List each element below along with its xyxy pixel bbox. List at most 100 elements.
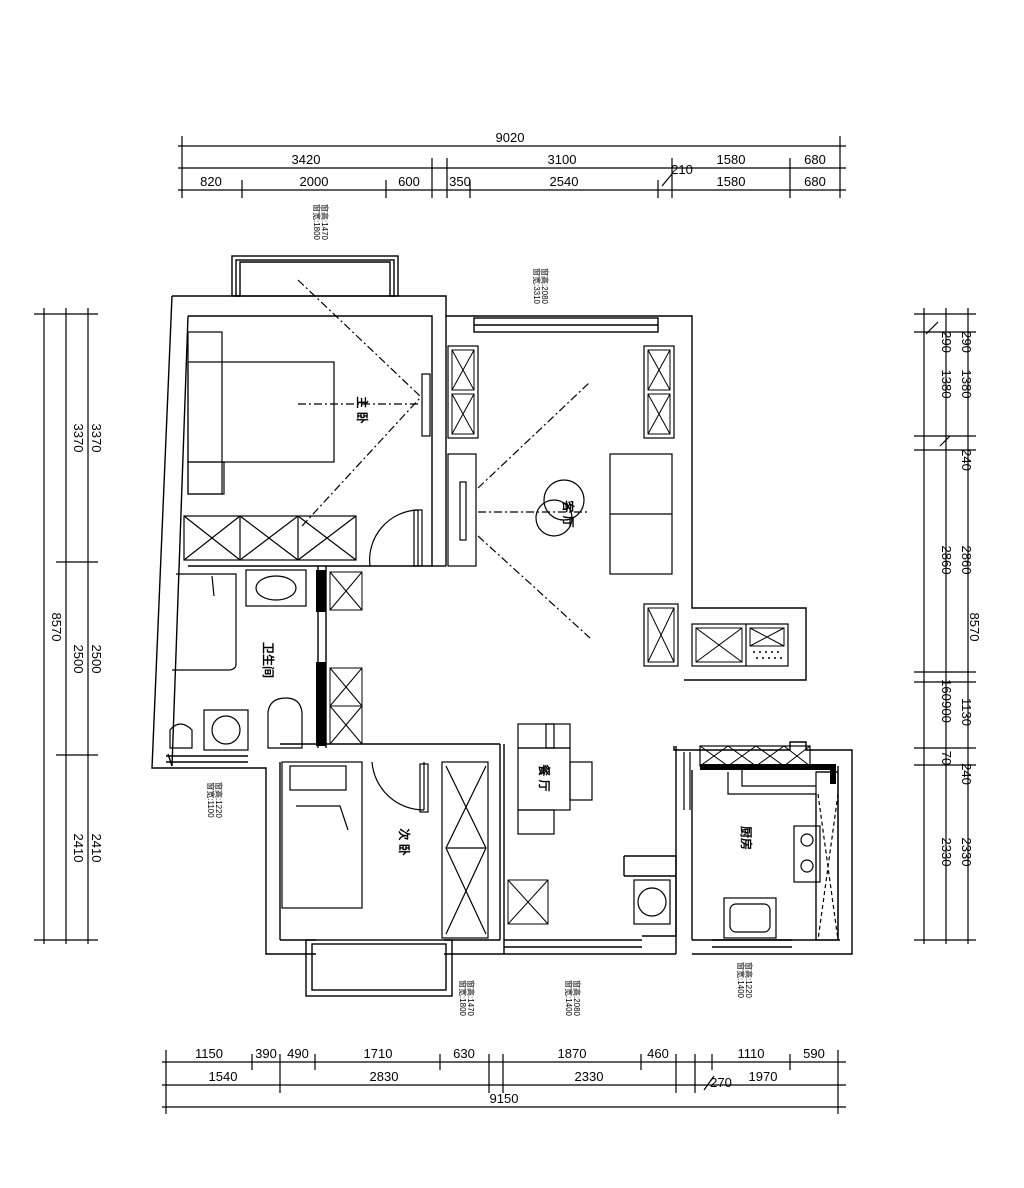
window-label-master-2: 窗高:1470 [320,204,330,241]
left-outer-dim-2: 2500 [71,645,86,674]
right-inner-dim-1: 290 [939,331,954,353]
top-mid-dim-2: 3100 [548,152,577,167]
fridge [633,879,671,925]
shoe-rack-dots [753,651,782,659]
kitchen-counter-right [815,771,839,941]
bottom-low-dim-5: 630 [453,1046,475,1061]
window-label-second-1: 窗宽:1800 [458,980,468,1017]
right-dimension-chain [914,308,976,944]
cabinet-bath-1 [329,571,363,611]
chair-right-1 [569,761,593,801]
right-inner-dim-4: 160 [939,679,954,701]
bottom-low-dim-4: 1710 [364,1046,393,1061]
window-label-kitchen-2: 窗高:1220 [744,962,754,999]
top-low-dim-3: 600 [398,174,420,189]
master-bedroom-label: 主 卧 [355,396,370,423]
upper-cabinets [699,745,811,767]
top-mid-dim-1: 3420 [292,152,321,167]
cabinet-r2 [647,393,671,435]
top-small-dim: 210 [671,162,693,177]
window-label-second-2: 窗高:1470 [466,980,476,1017]
bathroom-label: 卫生间 [261,642,276,678]
left-inner-dim-3: 2410 [89,834,104,863]
bottom-low-dim-8: 1110 [738,1046,765,1061]
wash-basin [245,569,307,607]
bottom-small-dim: 270 [710,1075,732,1090]
nightstand [187,461,225,495]
right-inner-dim-7: 2330 [939,838,954,867]
bed-pillow-2 [289,765,347,791]
master-bedroom [183,279,431,567]
top-dimension-chain [178,136,846,198]
toilet [169,723,193,749]
bottom-low-dim-2: 390 [255,1046,277,1061]
left-inner-dim-2: 2500 [89,645,104,674]
right-outer-dim-1: 290 [959,331,974,353]
right-outer-dim-3: 240 [959,449,974,471]
second-bedroom [281,761,489,939]
single-bed [281,761,363,909]
second-bedroom-label: 次 卧 [397,828,412,855]
cabinet-bath-2 [329,667,363,707]
cabinet-dining [507,879,549,925]
bottom-mid-dim-2: 2830 [370,1069,399,1084]
cabinet-r1 [647,349,671,391]
right-outer-dim-5: 1130 [959,698,974,726]
window-label-bath-1: 窗宽:1100 [206,782,216,818]
window-label-living-2: 窗高:2080 [540,268,550,305]
dining-label: 餐 厅 [537,764,552,791]
cabinet-symbols [329,349,785,925]
walls [151,255,853,997]
stove [793,825,821,883]
bottom-low-dim-9: 590 [803,1046,825,1061]
window-label-living-1: 窗宽:3310 [532,268,542,305]
wall-fill-bath [316,570,326,612]
cabinet-l1 [451,349,475,391]
cabinet-lr-1 [647,607,675,663]
right-inner-dim-6: 70 [939,751,954,765]
top-total-dim: 9020 [496,130,525,145]
bottom-low-dim-3: 490 [287,1046,309,1061]
left-dimension-chain [34,308,98,944]
left-outer-dim-3: 2410 [71,834,86,863]
bath-cabinet [267,697,303,749]
bottom-low-dim-1: 1150 [195,1046,223,1061]
wall-fill-kitchen-2 [830,764,836,784]
cabinet-bath-3 [329,705,363,745]
round-table [543,479,585,521]
window-label-dining-1: 窗宽:1400 [564,980,574,1017]
right-total-dim: 8570 [967,613,982,642]
right-inner-dim-5: 900 [939,701,954,723]
right-inner-dim-3: 2860 [939,546,954,575]
bottom-total-dim: 9150 [490,1091,519,1106]
right-outer-dim-2: 1380 [959,370,974,399]
right-outer-dim-6: 240 [959,763,974,785]
bathroom [169,569,307,751]
right-outer-dim-4: 2860 [959,546,974,575]
top-low-dim-7: 680 [804,174,826,189]
wardrobe-second [441,761,489,939]
window-label-bath-2: 窗高:1220 [214,782,224,819]
window-label-master-1: 窗宽:1800 [312,204,322,241]
wall-fill-bath-2 [316,662,326,746]
left-total-dim: 8570 [49,613,64,642]
chair-bottom [517,809,555,835]
shower-area [172,573,237,671]
cabinet-l2 [451,393,475,435]
kitchen-sink [723,897,777,939]
top-low-dim-1: 820 [200,174,222,189]
living-room [447,345,789,667]
bottom-low-dim-7: 460 [647,1046,669,1061]
wall-fill-kitchen [700,764,836,770]
top-low-dim-4: 350 [449,174,471,189]
left-inner-dim-1: 3370 [89,424,104,453]
bottom-mid-dim-1: 1540 [209,1069,238,1084]
top-low-dim-6: 1580 [717,174,746,189]
chair-right-2 [545,723,571,749]
bottom-low-dim-6: 1870 [558,1046,587,1061]
double-bed [187,361,335,463]
wardrobe-master [183,515,357,561]
window-label-kitchen-1: 窗宽:1400 [736,962,746,999]
right-outer-dim-7: 2330 [959,838,974,867]
